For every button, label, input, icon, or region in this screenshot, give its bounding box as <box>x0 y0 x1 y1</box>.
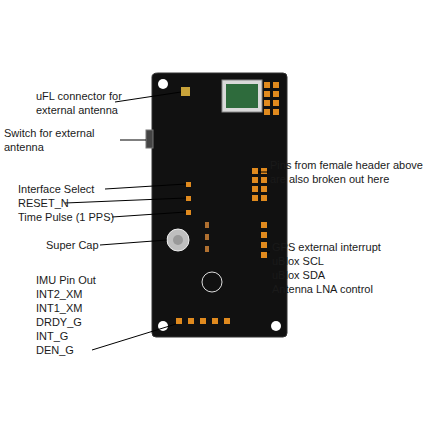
smd-part <box>205 222 209 228</box>
super-cap-center <box>173 235 183 245</box>
callout-label: INT1_XM <box>36 301 146 315</box>
antenna-switch <box>146 130 153 148</box>
callout-label: INT_G <box>36 329 146 343</box>
header-pins-broken-out <box>252 168 267 201</box>
callout-label: Antenna LNA control <box>272 282 428 296</box>
smd-part <box>205 246 209 252</box>
callout-label: uFL connector for external antenna <box>36 89 126 117</box>
super-cap <box>167 229 189 251</box>
callout-label: uBlox SDA <box>272 268 428 282</box>
gps-pins <box>261 222 267 258</box>
pcb-board <box>152 73 287 337</box>
callout-label: IMU Pin Out <box>36 273 146 287</box>
callout-label: GPS external interrupt <box>272 240 428 254</box>
callout-label: INT2_XM <box>36 287 146 301</box>
mounting-hole <box>158 79 168 89</box>
imu-pins <box>176 318 230 324</box>
axis-silkscreen <box>202 272 222 292</box>
gps-module <box>222 80 262 112</box>
select-pins <box>186 182 191 215</box>
gps-module-top <box>226 84 258 108</box>
callout-label: Interface Select <box>18 182 128 196</box>
callout-label: Time Pulse (1 PPS) <box>18 210 138 224</box>
callout-label: DRDY_G <box>36 315 146 329</box>
callout-label: RESET_N <box>18 196 128 210</box>
callout-label: Switch for external antenna <box>4 126 120 154</box>
smd-part <box>205 234 209 240</box>
callout-label: DEN_G <box>36 343 146 357</box>
callout-label: Super Cap <box>46 238 126 252</box>
header-pins-top <box>264 82 279 115</box>
callout-label: uBlox SCL <box>272 254 428 268</box>
mounting-hole <box>271 321 281 331</box>
callout-label: Pins from female header above are also b… <box>270 158 426 186</box>
ufl-connector <box>181 87 190 96</box>
